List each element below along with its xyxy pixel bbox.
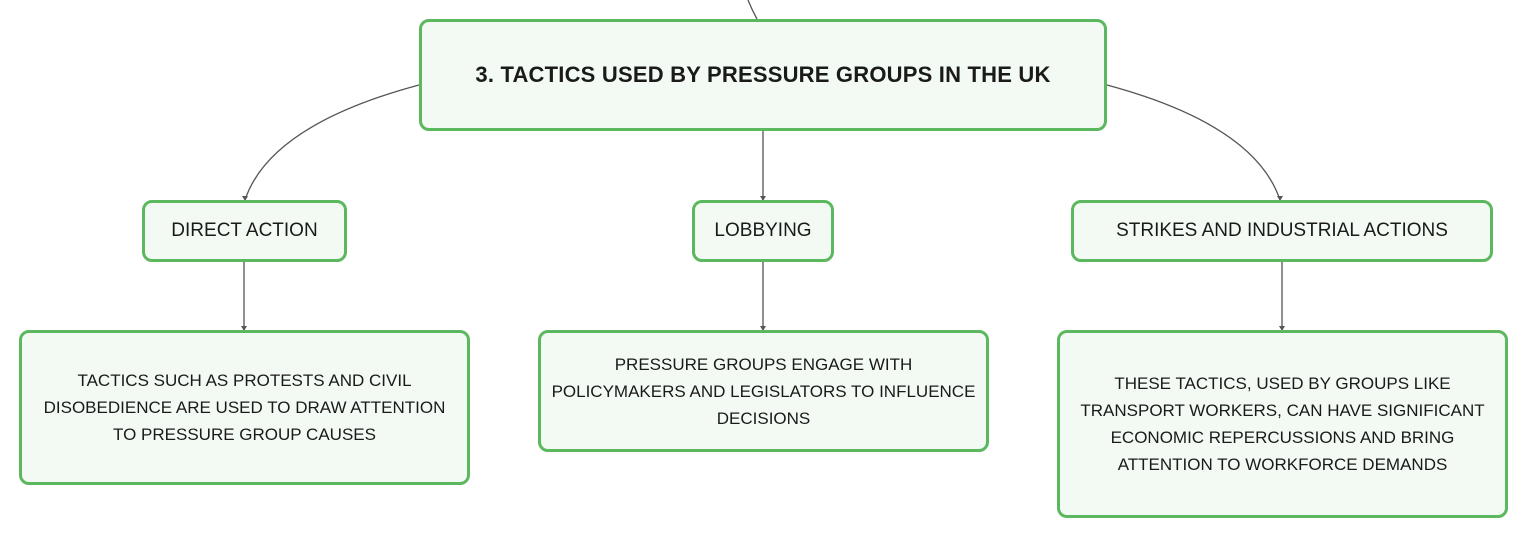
branch-node-label: STRIKES AND INDUSTRIAL ACTIONS xyxy=(1116,220,1448,241)
branch-node-lobbying[interactable]: LOBBYING xyxy=(692,200,834,262)
root-node-label: 3. TACTICS USED BY PRESSURE GROUPS IN TH… xyxy=(475,62,1051,87)
arrowhead-strikes-desc xyxy=(1279,326,1285,331)
leaf-node-direct-action-description[interactable]: TACTICS SUCH AS PROTESTS AND CIVIL DISOB… xyxy=(19,330,470,485)
branch-node-strikes[interactable]: STRIKES AND INDUSTRIAL ACTIONS xyxy=(1071,200,1493,262)
leaf-node-strikes-description[interactable]: THESE TACTICS, USED BY GROUPS LIKE TRANS… xyxy=(1057,330,1508,518)
arrowhead-lobbying-desc xyxy=(760,326,766,331)
branch-node-label: DIRECT ACTION xyxy=(171,220,318,241)
connector-parent-to-root xyxy=(747,0,758,20)
connector-root-to-direct-action xyxy=(244,84,420,201)
branch-node-label: LOBBYING xyxy=(714,220,812,241)
branch-node-direct-action[interactable]: DIRECT ACTION xyxy=(142,200,347,262)
arrowhead-lobbying xyxy=(760,196,766,201)
arrowhead-direct-action xyxy=(242,196,248,201)
root-node[interactable]: 3. TACTICS USED BY PRESSURE GROUPS IN TH… xyxy=(419,19,1107,131)
leaf-node-text: TACTICS SUCH AS PROTESTS AND CIVIL DISOB… xyxy=(43,371,446,444)
leaf-node-lobbying-description[interactable]: PRESSURE GROUPS ENGAGE WITH POLICYMAKERS… xyxy=(538,330,989,452)
connector-root-to-strikes xyxy=(1106,84,1281,201)
leaf-node-text: PRESSURE GROUPS ENGAGE WITH POLICYMAKERS… xyxy=(551,354,976,428)
leaf-node-text: THESE TACTICS, USED BY GROUPS LIKE TRANS… xyxy=(1080,374,1485,474)
arrowhead-direct-desc xyxy=(241,326,247,331)
arrowhead-strikes xyxy=(1277,196,1283,201)
